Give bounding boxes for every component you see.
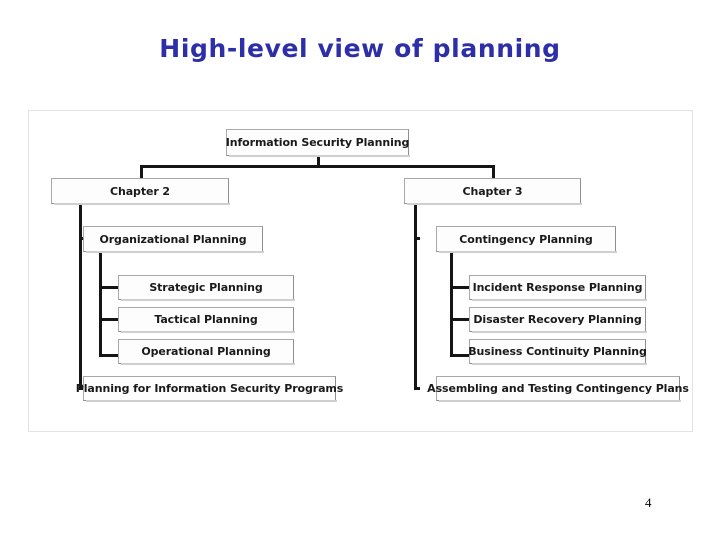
connector-subtrunk-right: [450, 252, 453, 357]
connector-drop-chapter-3: [492, 165, 495, 179]
node-strategic-planning[interactable]: Strategic Planning: [118, 275, 295, 301]
node-label: Disaster Recovery Planning: [473, 313, 642, 326]
connector-stub-organizational-planning: [79, 237, 85, 240]
connector-root-spreader: [140, 165, 495, 168]
node-label: Strategic Planning: [149, 281, 263, 294]
node-information-security-planning[interactable]: Information Security Planning: [225, 129, 410, 157]
node-business-continuity-planning[interactable]: Business Continuity Planning: [468, 339, 647, 365]
node-label: Contingency Planning: [459, 232, 593, 246]
connector-stub-operational-planning: [99, 354, 119, 357]
node-contingency-planning[interactable]: Contingency Planning: [436, 226, 617, 253]
node-operational-planning[interactable]: Operational Planning: [118, 339, 295, 365]
node-tactical-planning[interactable]: Tactical Planning: [118, 307, 295, 333]
node-label: Assembling and Testing Contingency Plans: [427, 382, 689, 395]
connector-root-stem: [317, 156, 320, 167]
node-incident-response-planning[interactable]: Incident Response Planning: [469, 275, 647, 301]
node-label: Operational Planning: [141, 345, 271, 358]
node-label: Business Continuity Planning: [468, 345, 647, 358]
node-label: Chapter 2: [110, 184, 170, 198]
connector-drop-chapter-2: [140, 165, 143, 179]
connector-stub-tactical-planning: [99, 318, 119, 321]
node-assembling-and-testing-contingency-plans[interactable]: Assembling and Testing Contingency Plans: [427, 376, 689, 402]
node-planning-for-information-security-programs[interactable]: Planning for Information Security Progra…: [76, 376, 343, 402]
connector-stub-assembling-testing: [414, 387, 420, 390]
connector-trunk-left: [79, 204, 82, 390]
node-label: Chapter 3: [462, 184, 523, 198]
connector-stub-strategic-planning: [99, 286, 119, 289]
connector-stub-disaster-recovery: [450, 318, 469, 321]
node-label: Planning for Information Security Progra…: [75, 382, 344, 395]
page-number: 4: [645, 495, 652, 510]
node-label: Tactical Planning: [154, 313, 258, 326]
node-organizational-planning[interactable]: Organizational Planning: [83, 226, 264, 253]
node-label: Organizational Planning: [99, 232, 247, 246]
connector-stub-business-continuity: [450, 354, 469, 357]
connector-subtrunk-left: [99, 252, 102, 357]
page-title: High-level view of planning: [159, 34, 561, 63]
connector-trunk-right: [414, 204, 417, 390]
connector-stub-contingency-planning: [414, 237, 420, 240]
connector-stub-incident-response: [450, 286, 469, 289]
node-chapter-2[interactable]: Chapter 2: [51, 178, 230, 205]
node-label: Information Security Planning: [225, 136, 410, 149]
connector-stub-planning-programs: [79, 387, 85, 390]
node-label: Incident Response Planning: [472, 281, 643, 294]
node-chapter-3[interactable]: Chapter 3: [404, 178, 582, 205]
node-disaster-recovery-planning[interactable]: Disaster Recovery Planning: [469, 307, 647, 333]
diagram-container: Information Security Planning Chapter 2 …: [28, 110, 693, 432]
